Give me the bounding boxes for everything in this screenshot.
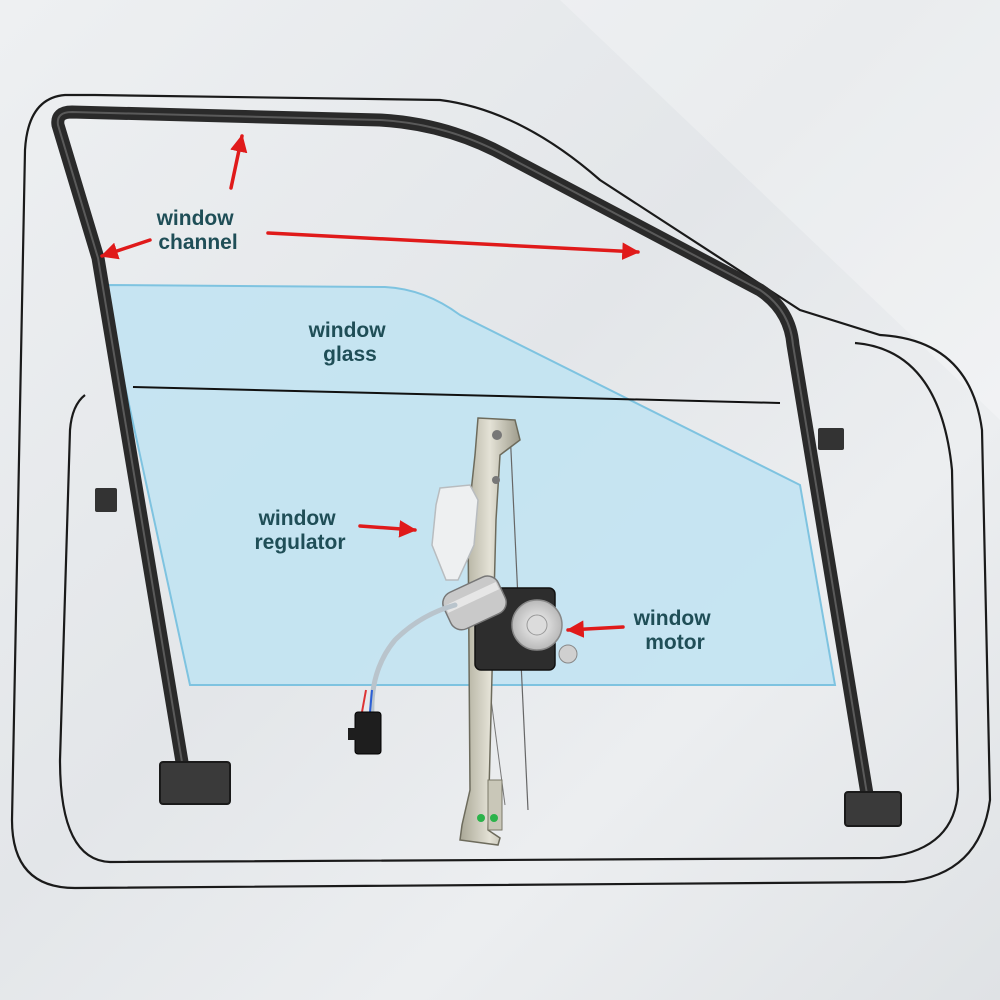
label-window-channel-line1: window xyxy=(156,207,235,230)
channel-clip-right xyxy=(818,428,844,450)
label-window-regulator-line2: regulator xyxy=(254,531,345,554)
motor-gear-hub xyxy=(526,614,548,636)
window-regulator-assembly xyxy=(348,417,578,846)
label-window-motor-line1: window xyxy=(633,607,712,630)
belt-line xyxy=(132,386,781,404)
label-window-channel: window channel xyxy=(156,207,240,254)
label-window-motor-line2: motor xyxy=(645,631,705,654)
rail-marker-2 xyxy=(490,814,498,822)
rail-marker-1 xyxy=(477,814,485,822)
door-outer-outline xyxy=(10,93,992,890)
label-window-regulator: window regulator xyxy=(254,507,345,554)
arrow-channel-top xyxy=(229,134,248,190)
background-sheen xyxy=(560,0,1000,420)
label-window-channel-line2: channel xyxy=(158,231,237,254)
rail-bolt-mid xyxy=(492,476,500,484)
motor-wire xyxy=(369,602,458,718)
label-window-glass: window glass xyxy=(308,319,392,366)
window-channel-highlight xyxy=(56,111,869,801)
rail-bottom-bracket xyxy=(487,779,503,831)
channel-clip-left xyxy=(95,488,117,512)
door-inner-outline xyxy=(58,341,960,864)
label-window-glass-line1: window xyxy=(308,319,387,342)
label-window-glass-line2: glass xyxy=(323,343,377,366)
callout-arrows xyxy=(100,134,640,638)
rail-bolt-top xyxy=(492,430,502,440)
arrow-regulator xyxy=(358,520,417,538)
motor-side-bolt xyxy=(558,644,578,664)
wire-lead-red xyxy=(361,689,367,713)
channel-foot-left xyxy=(159,761,231,805)
regulator-glass-clip xyxy=(431,484,479,581)
arrow-channel-left xyxy=(100,238,152,260)
label-window-motor: window motor xyxy=(633,607,717,654)
channel-foot-right xyxy=(844,791,902,827)
arrow-motor xyxy=(566,620,625,638)
arrow-channel-right xyxy=(266,231,640,260)
motor-connector xyxy=(354,711,382,755)
label-window-regulator-line1: window xyxy=(258,507,337,530)
motor-connector-latch xyxy=(348,728,357,740)
window-motor-body xyxy=(442,575,507,631)
wire-lead-blue xyxy=(369,689,373,713)
